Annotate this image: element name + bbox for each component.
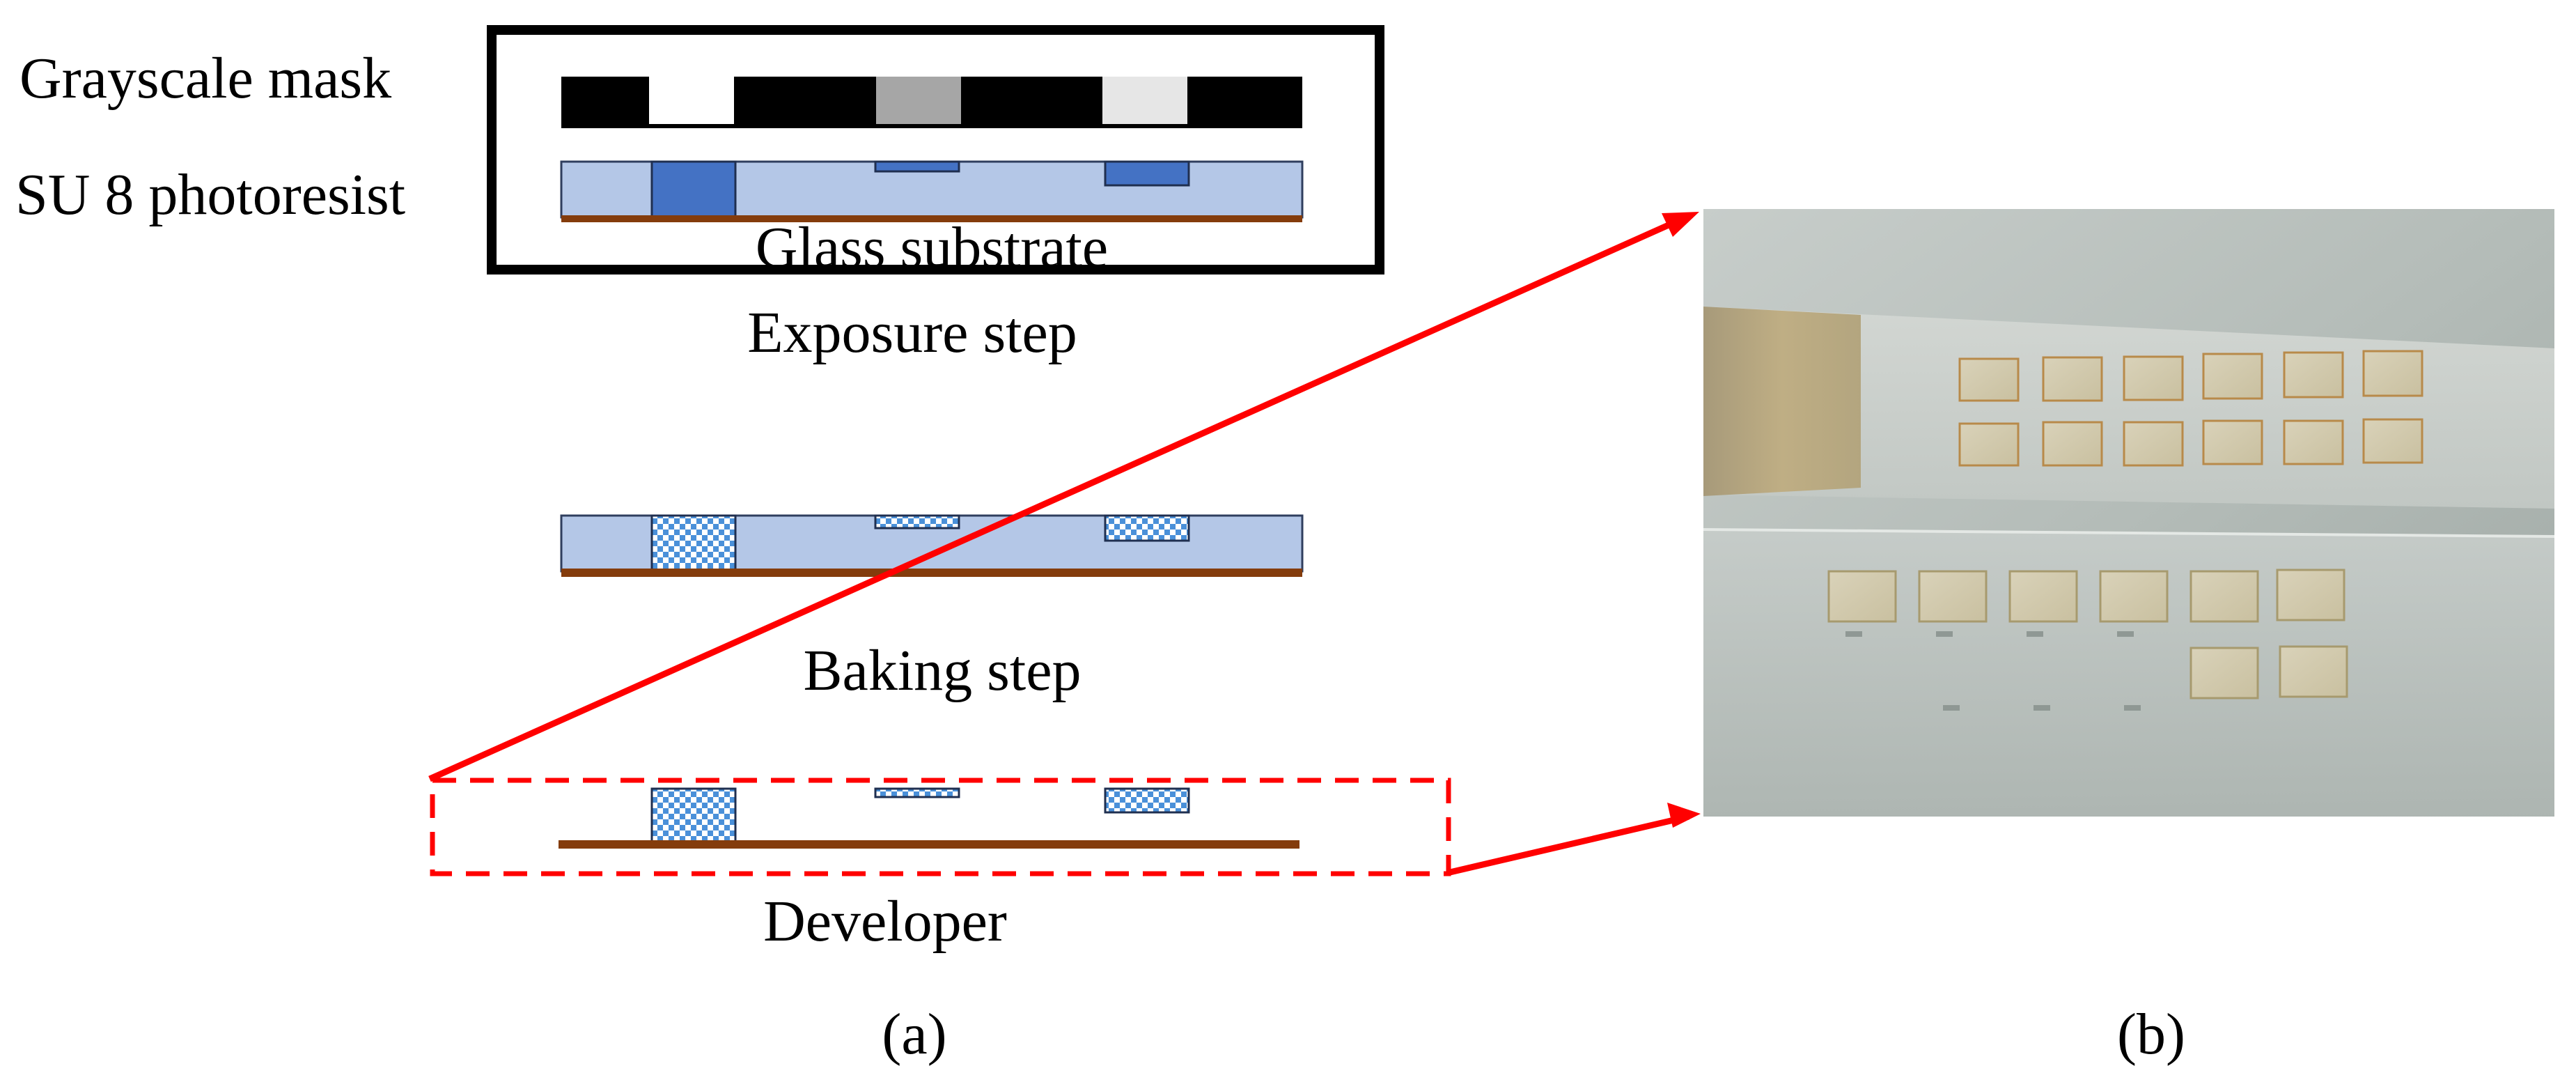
panel-a-caption: (a) [882,1002,946,1067]
baked-region-shallow [874,514,960,530]
highlight-dashed-box [430,778,1451,876]
glass-substrate [561,215,1302,222]
mark [2034,705,2050,711]
mark [1936,631,1953,637]
microstructure [2189,570,2259,623]
microstructure [2123,421,2184,467]
exposed-region-medium [1104,160,1190,187]
microstructure [2042,356,2103,402]
panel-a: Grayscale mask SU 8 photoresist Glass su… [15,25,1451,1067]
microstructure [2099,570,2169,623]
mark [1943,705,1960,711]
zoom-arrow-top-head [1662,212,1699,237]
baked-region-full [650,514,737,573]
microstructure [2362,418,2423,464]
microstructure [2123,355,2184,401]
microstructure [2202,353,2263,400]
baked-region-medium [1104,514,1190,542]
alignment-marks [1845,631,2141,711]
mask-window-light [1102,77,1187,124]
panel-b: (b) [1703,209,2555,1067]
bottom-slide-microstructures [1827,569,2348,700]
microstructure [2189,647,2259,700]
microstructure [2276,569,2345,621]
grayscale-mask [561,77,1302,128]
microstructure [2283,419,2344,465]
microstructure [2008,570,2078,623]
microstructure [1827,570,1897,623]
microstructure [1958,357,2020,402]
microstructure [2362,350,2423,397]
tape-strip [1703,307,1861,496]
baking-step-diagram [560,514,1304,577]
developed-structure-full [650,787,737,843]
zoom-arrows [428,212,1701,876]
mask-window-clear [649,77,734,124]
developer-label: Developer [763,889,1007,954]
mark [2117,631,2134,637]
microstructure [2279,645,2348,698]
baking-substrate [561,569,1302,577]
mask-window-gray [876,77,961,124]
panel-b-caption: (b) [2117,1002,2185,1067]
mark [2027,631,2043,637]
zoom-arrow-top [428,212,1690,782]
exposure-resist [560,160,1304,222]
zoom-arrow-bottom [1449,813,1690,876]
developer-step-diagram [559,787,1299,849]
exposed-region-full [650,160,737,219]
baking-step-label: Baking step [804,638,1082,703]
zoom-arrow-bottom-head [1667,803,1701,828]
developer-substrate [559,840,1299,849]
exposure-frame [487,25,1384,275]
fabricated-slides-photo [1703,209,2555,817]
microstructure [2283,351,2344,399]
developed-structure-shallow [874,787,960,798]
exposure-step-label: Exposure step [747,300,1077,365]
top-slide-microstructures [1958,350,2423,467]
exposed-region-shallow [874,160,960,173]
microstructure [1958,422,2020,467]
microstructure [1918,570,1988,623]
glass-substrate-label: Glass substrate [756,215,1108,280]
mark [2124,705,2141,711]
photoresist-label: SU 8 photoresist [15,162,405,227]
grayscale-mask-label: Grayscale mask [19,46,391,111]
microstructure [2202,419,2263,465]
mark [1845,631,1862,637]
slide-edge [1703,528,2555,538]
microstructure [2042,421,2103,467]
developed-structure-medium [1104,787,1190,814]
